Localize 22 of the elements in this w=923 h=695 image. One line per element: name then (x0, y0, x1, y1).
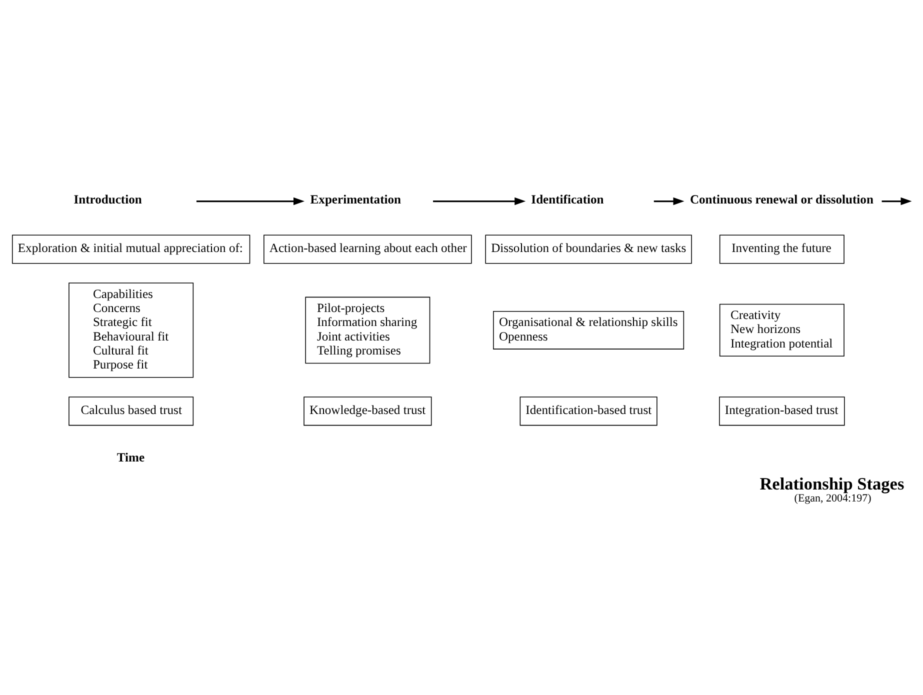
node-box: Exploration & initial mutual appreciation of: (12, 234, 250, 264)
label: Time (116, 450, 145, 464)
node-box: Calculus based trust (68, 396, 194, 426)
caption: (Egan, 2004:197) (794, 492, 872, 505)
arrow (196, 197, 305, 206)
node-text: Identification (531, 192, 604, 206)
node-box: Knowledge-based trust (304, 396, 432, 426)
node-box: Creativity New horizons Integration potential (719, 304, 844, 357)
node-box: Action-based learning about each other (264, 234, 472, 264)
node-box: Capabilities Concerns Strategic fit Behavioural fit Cultural fit Purpose fit (68, 282, 194, 378)
node-box: Pilot-projects Information sharing Joint activities Telling promises (305, 296, 430, 364)
node-text: Continuous renewal or dissolution (690, 192, 874, 206)
node-box: Identification-based trust (520, 396, 658, 426)
arrow (433, 197, 526, 206)
node-box: Inventing the future (719, 234, 844, 264)
node-text: Experimentation (310, 192, 402, 206)
diagram-title: Relationship Stages (760, 474, 904, 494)
node-box: Integration-based trust (719, 396, 845, 426)
node-box: Organisational & relationship skills Openness (493, 310, 684, 350)
node-text: Introduction (74, 192, 142, 206)
node-box: Dissolution of boundaries & new tasks (485, 234, 692, 264)
arrow (654, 197, 684, 206)
